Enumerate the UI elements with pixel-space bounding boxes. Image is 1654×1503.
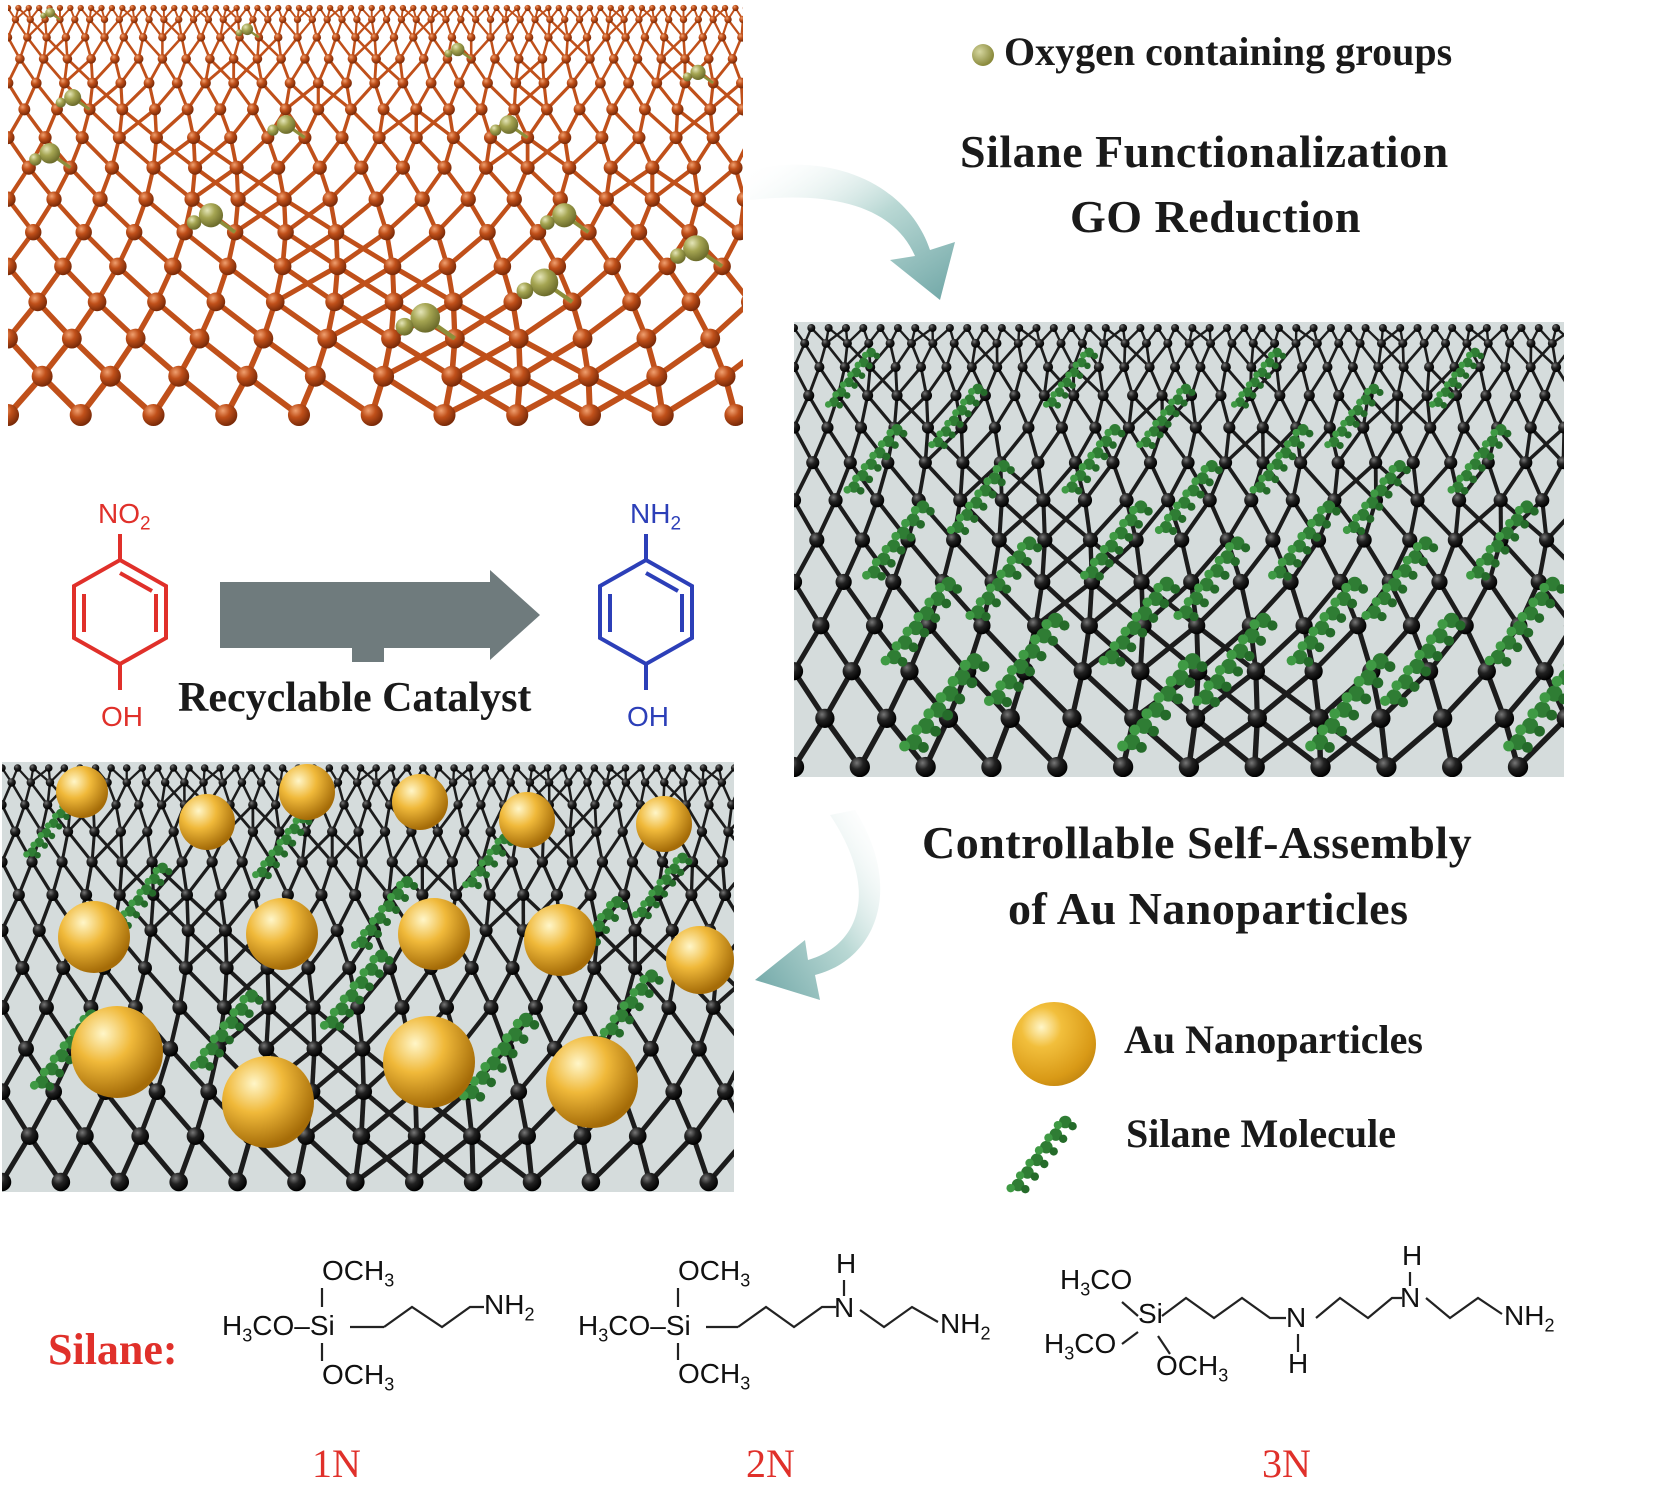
- step1-label-line1: Silane Functionalization: [960, 126, 1449, 177]
- silane-1n-code: 1N: [312, 1441, 361, 1486]
- au-nanoparticle-legend-marker: [1012, 1002, 1096, 1086]
- go-sheet-illustration: [8, 4, 743, 427]
- oxygen-legend-marker: [972, 44, 994, 66]
- reactant-nitro-label: NO2: [98, 498, 151, 535]
- silane-row-label: Silane:: [48, 1325, 178, 1374]
- silane-molecule-legend-marker: [1006, 1115, 1077, 1194]
- step2-label-line1: Controllable Self-Assembly: [922, 817, 1473, 868]
- curved-arrow-step1: [750, 164, 955, 300]
- product-hydroxyl-label: OH: [627, 701, 669, 732]
- silane-3n-structure: H3CO Si H3CO OCH3 N H H N NH2: [1044, 1240, 1555, 1386]
- silane-2n-code: 2N: [746, 1441, 795, 1486]
- silane-2n-structure: OCH3 H3CO–Si OCH3 H N NH2: [578, 1248, 991, 1394]
- silane-graphene-illustration: [794, 324, 1564, 777]
- silane-molecule-legend-label: Silane Molecule: [1126, 1111, 1396, 1156]
- au-graphene-illustration: [2, 764, 734, 1192]
- product-amine-label: NH2: [630, 498, 682, 535]
- silane-graphene-panel: [794, 322, 1564, 777]
- reactant-molecule: [72, 534, 168, 690]
- catalyst-label: Recyclable Catalyst: [178, 675, 532, 721]
- step1-label-line2: GO Reduction: [1070, 191, 1361, 242]
- silane-3n-code: 3N: [1262, 1441, 1311, 1486]
- step2-label-line2: of Au Nanoparticles: [1008, 883, 1409, 934]
- reaction-arrow: [220, 570, 540, 662]
- product-molecule: [598, 534, 694, 690]
- reactant-hydroxyl-label: OH: [101, 701, 143, 732]
- au-nanoparticle-legend-label: Au Nanoparticles: [1124, 1017, 1423, 1062]
- silane-1n-structure: OCH3 H3CO–Si OCH3 NH2: [222, 1255, 535, 1395]
- oxygen-legend-label: Oxygen containing groups: [1004, 29, 1453, 74]
- go-sheet-panel: [8, 0, 743, 430]
- au-graphene-panel: [2, 762, 734, 1192]
- curved-arrow-step2: [755, 810, 881, 1000]
